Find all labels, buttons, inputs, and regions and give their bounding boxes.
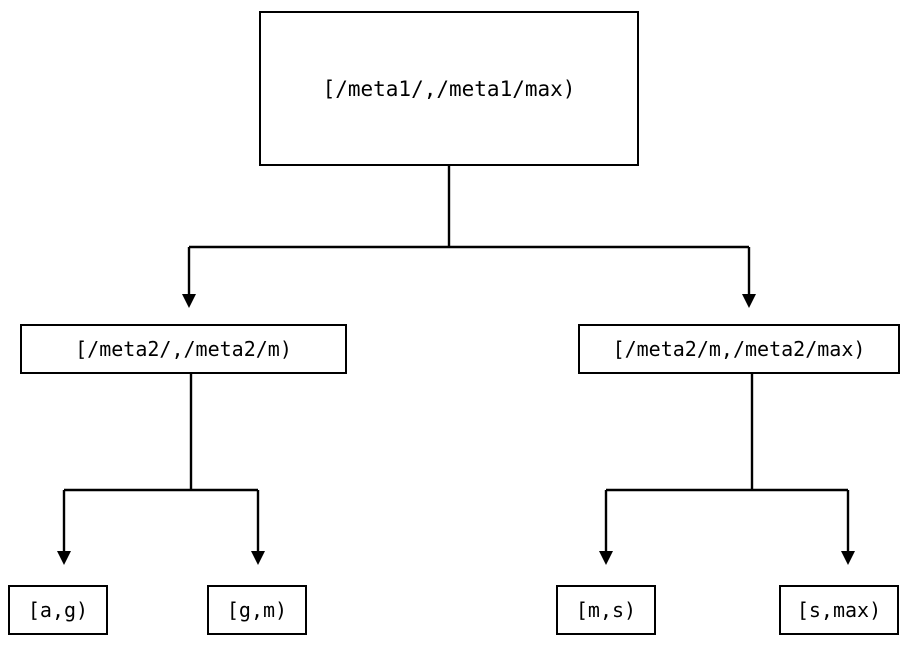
edge-mid-left-to-leaves — [57, 374, 265, 565]
node-leaf-s-max-label: [s,max) — [796, 598, 882, 622]
edge-mid-right-to-leaves — [599, 374, 855, 565]
arrowhead-to-leaf-g-m — [251, 551, 265, 565]
node-root-label: [/meta1/,/meta1/max) — [322, 76, 576, 101]
node-leaf-g-m[interactable]: [g,m) — [207, 585, 307, 635]
arrowhead-to-leaf-s-max — [841, 551, 855, 565]
node-leaf-a-g[interactable]: [a,g) — [8, 585, 108, 635]
node-mid-left[interactable]: [/meta2/,/meta2/m) — [20, 324, 347, 374]
node-root[interactable]: [/meta1/,/meta1/max) — [259, 11, 639, 166]
arrowhead-to-leaf-m-s — [599, 551, 613, 565]
edge-root-to-mid-level — [182, 166, 756, 308]
arrowhead-to-mid-left — [182, 294, 196, 308]
node-leaf-g-m-label: [g,m) — [226, 598, 288, 622]
node-mid-right-label: [/meta2/m,/meta2/max) — [612, 337, 866, 361]
node-mid-right[interactable]: [/meta2/m,/meta2/max) — [578, 324, 900, 374]
node-leaf-a-g-label: [a,g) — [27, 598, 89, 622]
node-mid-left-label: [/meta2/,/meta2/m) — [75, 337, 292, 361]
node-leaf-m-s-label: [m,s) — [575, 598, 637, 622]
arrowhead-to-leaf-a-g — [57, 551, 71, 565]
node-leaf-m-s[interactable]: [m,s) — [556, 585, 656, 635]
node-leaf-s-max[interactable]: [s,max) — [779, 585, 899, 635]
arrowhead-to-mid-right — [742, 294, 756, 308]
